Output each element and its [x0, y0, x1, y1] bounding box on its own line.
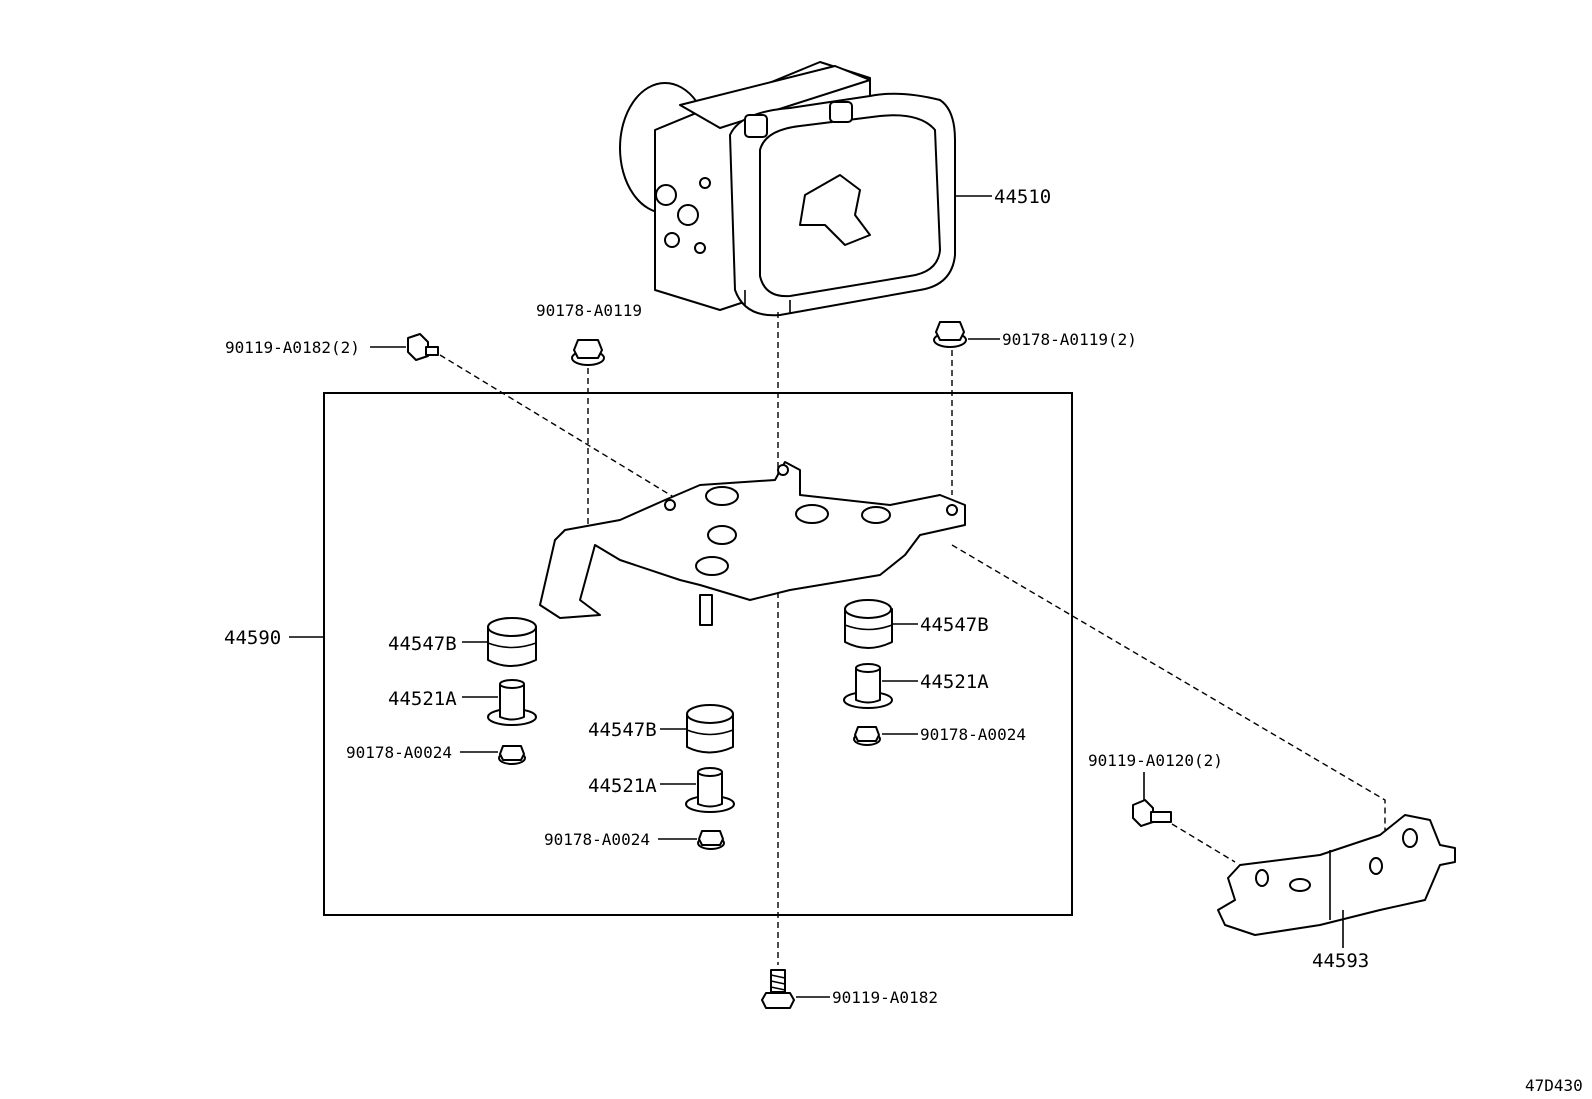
- diagram-code: 47D430: [1525, 1076, 1583, 1095]
- bracket-right-part[interactable]: [1217, 814, 1456, 936]
- label-44521a-left: 44521A: [388, 688, 457, 710]
- label-44510: 44510: [994, 186, 1051, 208]
- nut-left-part[interactable]: [498, 745, 526, 765]
- label-44547b-left: 44547B: [388, 633, 457, 655]
- label-90178-a0119: 90178-A0119: [536, 301, 642, 320]
- label-44593: 44593: [1312, 950, 1369, 972]
- label-44590: 44590: [224, 627, 281, 649]
- label-44547b-center: 44547B: [588, 719, 657, 741]
- collar-center-part[interactable]: [685, 767, 735, 813]
- label-44521a-center: 44521A: [588, 775, 657, 797]
- abs-actuator-part[interactable]: [619, 61, 956, 317]
- nut-center-part[interactable]: [697, 830, 725, 850]
- label-90119-a0182-2: 90119-A0182(2): [225, 338, 360, 357]
- bolt-right-part[interactable]: [1132, 799, 1172, 827]
- nut-right-part[interactable]: [853, 726, 881, 746]
- cushion-left-part[interactable]: [487, 617, 537, 667]
- bracket-assembly-part[interactable]: [539, 461, 966, 626]
- bolt-bottom-part[interactable]: [761, 969, 795, 1009]
- assembly-box: [323, 392, 1073, 916]
- label-44547b-right: 44547B: [920, 614, 989, 636]
- collar-right-part[interactable]: [843, 663, 893, 709]
- cushion-center-part[interactable]: [686, 704, 734, 754]
- label-44521a-right: 44521A: [920, 671, 989, 693]
- label-90178-a0024-right: 90178-A0024: [920, 725, 1026, 744]
- label-90178-a0024-left: 90178-A0024: [346, 743, 452, 762]
- collar-left-part[interactable]: [487, 679, 537, 726]
- label-90119-a0120-2: 90119-A0120(2): [1088, 751, 1223, 770]
- nut-top-center-part[interactable]: [571, 339, 605, 366]
- label-90178-a0024-center: 90178-A0024: [544, 830, 650, 849]
- cushion-right-part[interactable]: [844, 599, 893, 649]
- label-90119-a0182: 90119-A0182: [832, 988, 938, 1007]
- label-90178-a0119-2: 90178-A0119(2): [1002, 330, 1137, 349]
- nut-top-right-part[interactable]: [933, 321, 967, 348]
- bolt-top-left-part[interactable]: [407, 333, 439, 361]
